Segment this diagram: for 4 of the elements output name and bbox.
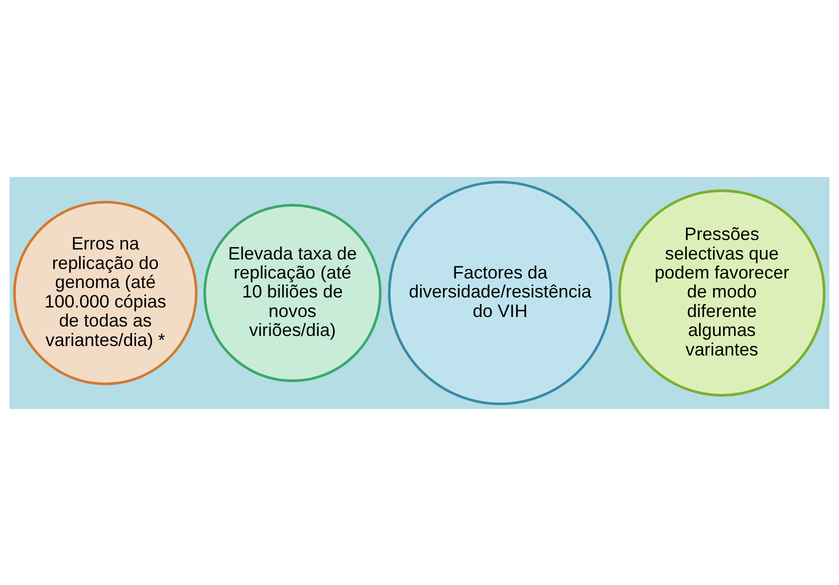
node-circle: Elevada taxa de replicação (até 10 biliões de novos viriões/dia) [203, 203, 382, 382]
node-circle: Factores da diversidade/resistência do VIH [388, 180, 612, 405]
node-circle: Pressões selectivas que podem favorecer de modo diferente algumas variantes [618, 188, 826, 396]
node-circle: Erros na replicação do genoma (até 100.000 cópias de todas as variantes/dia) * [13, 200, 198, 385]
